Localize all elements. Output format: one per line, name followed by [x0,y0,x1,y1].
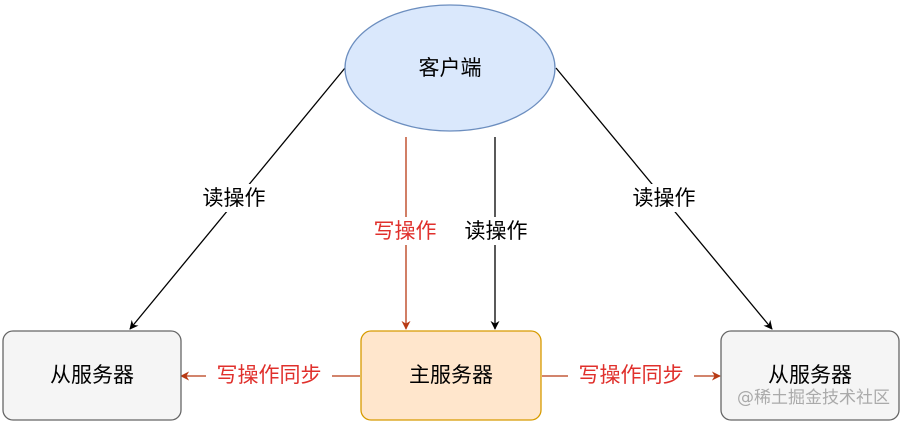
edge-sync-right-label: 写操作同步 [579,363,684,387]
edge-read-left-label: 读操作 [203,186,266,210]
master-box [360,330,542,421]
node-client: 客户端 [344,4,556,132]
edge-read-master-label: 读操作 [465,219,528,243]
slave-left-box [2,330,182,421]
edge-sync-left-label-bg [206,362,332,390]
edge-sync-left-label: 写操作同步 [217,363,322,387]
edge-read-right-label: 读操作 [633,186,696,210]
slave-right-box [720,330,900,421]
slave-right-label: 从服务器 [768,363,852,387]
edge-write-master-label-bg [364,217,446,245]
node-slave-right: 从服务器 [720,330,900,421]
watermark-text: @稀土掘金技术社区 [737,388,890,408]
node-slave-left: 从服务器 [2,330,182,421]
client-ellipse [344,4,556,132]
client-label: 客户端 [419,56,482,80]
master-label: 主服务器 [409,363,493,387]
edge-read-master-label-bg [457,217,535,245]
edge-read-left-label-bg [196,184,272,212]
slave-left-label: 从服务器 [50,363,134,387]
edge-sync-right-label-bg [568,362,694,390]
edge-read-right-label-bg [626,184,702,212]
edge-write-master-label: 写操作 [374,219,437,243]
node-master: 主服务器 [360,330,542,421]
